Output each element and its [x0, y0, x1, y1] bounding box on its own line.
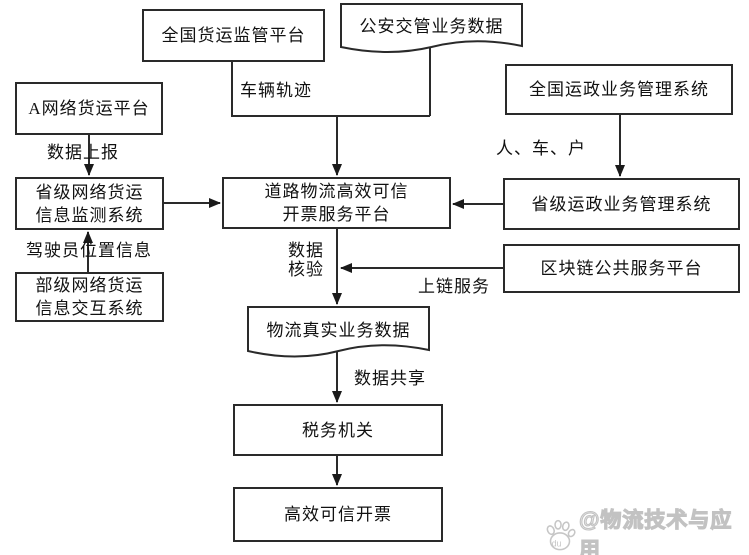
node-tax-authority: 税务机关	[233, 404, 443, 456]
node-provincial-transport-system: 省级运政业务管理系统	[503, 178, 740, 230]
edge-label-data-share: 数据共享	[354, 369, 426, 388]
node-provincial-network-monitoring-system: 省级网络货运 信息监测系统	[15, 177, 164, 230]
watermark-text: @物流技术与应用	[578, 508, 733, 555]
node-national-freight-platform: 全国货运监管平台	[142, 9, 325, 62]
watermark: du @物流技术与应用	[544, 504, 749, 555]
document-real-logistics-data: 物流真实业务数据	[247, 306, 430, 364]
edge-label-data-report: 数据上报	[47, 143, 119, 162]
paw-icon: du	[546, 519, 576, 551]
node-central-invoicing-platform: 道路物流高效可信 开票服务平台	[222, 177, 451, 229]
document-shape	[247, 306, 430, 358]
document-shape	[340, 3, 523, 53]
node-national-transport-system: 全国运政业务管理系统	[505, 64, 733, 115]
edge-label-person-vehicle-household: 人、车、户	[496, 139, 586, 158]
edge-label-data-verification: 数据 核验	[288, 241, 324, 279]
document-police-traffic-data-label: 公安交管业务数据	[359, 16, 504, 36]
paw-icon-text: du	[552, 539, 562, 549]
edge-label-driver-location: 驾驶员位置信息	[26, 241, 152, 260]
edge-label-vehicle-track: 车辆轨迹	[240, 81, 312, 100]
node-trusted-invoicing: 高效可信开票	[233, 487, 443, 542]
document-real-logistics-data-label: 物流真实业务数据	[266, 320, 411, 340]
document-police-traffic-data: 公安交管业务数据	[340, 3, 523, 59]
node-a-network-freight-platform: A网络货运平台	[15, 82, 163, 135]
node-ministry-network-exchange-system: 部级网络货运 信息交互系统	[15, 272, 164, 322]
edge-label-chain-service: 上链服务	[418, 277, 490, 296]
node-blockchain-service-platform: 区块链公共服务平台	[503, 244, 740, 293]
